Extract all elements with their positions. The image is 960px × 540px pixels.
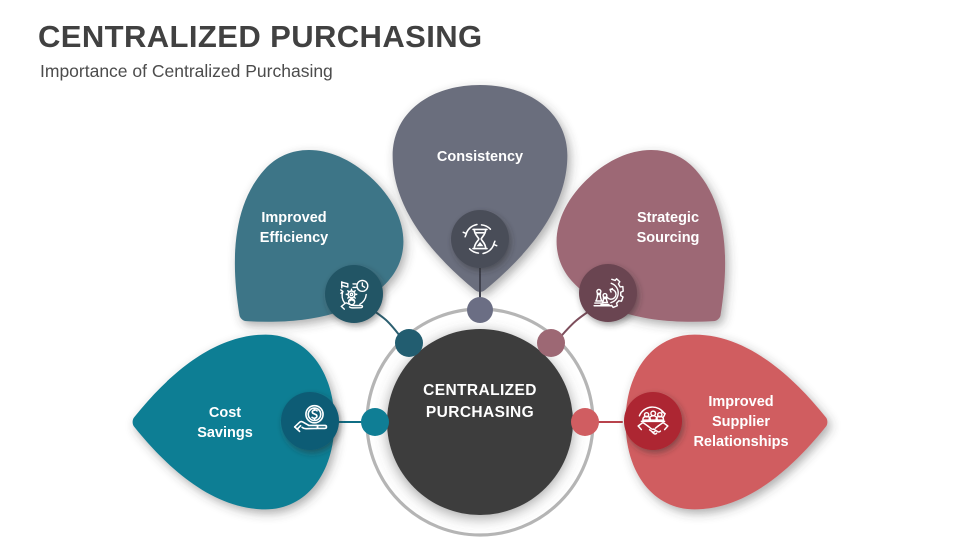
hub-label: CENTRALIZED PURCHASING — [423, 382, 537, 422]
hub-circle[interactable] — [387, 329, 573, 515]
page-title: CENTRALIZED PURCHASING — [38, 19, 483, 54]
icon-badge-cost-savings[interactable] — [281, 392, 339, 450]
page-subtitle: Importance of Centralized Purchasing — [40, 61, 333, 81]
ring-dot-consistency[interactable] — [467, 297, 493, 323]
icon-badge-bg-consistency — [451, 210, 509, 268]
icon-badge-strategic-sourcing[interactable] — [579, 264, 637, 322]
ring-dot-strategic-sourcing[interactable] — [537, 329, 565, 357]
icon-badge-bg-improved-efficiency — [325, 265, 383, 323]
icon-badge-consistency[interactable] — [451, 210, 509, 268]
ring-dot-cost-savings[interactable] — [361, 408, 389, 436]
icon-badge-improved-supplier-relationships[interactable] — [624, 392, 682, 450]
icon-badge-improved-efficiency[interactable] — [325, 265, 383, 323]
ring-dot-improved-supplier-relationships[interactable] — [571, 408, 599, 436]
icon-badge-bg-strategic-sourcing — [579, 264, 637, 322]
hub-disc — [387, 329, 573, 515]
ring-dot-improved-efficiency[interactable] — [395, 329, 423, 357]
